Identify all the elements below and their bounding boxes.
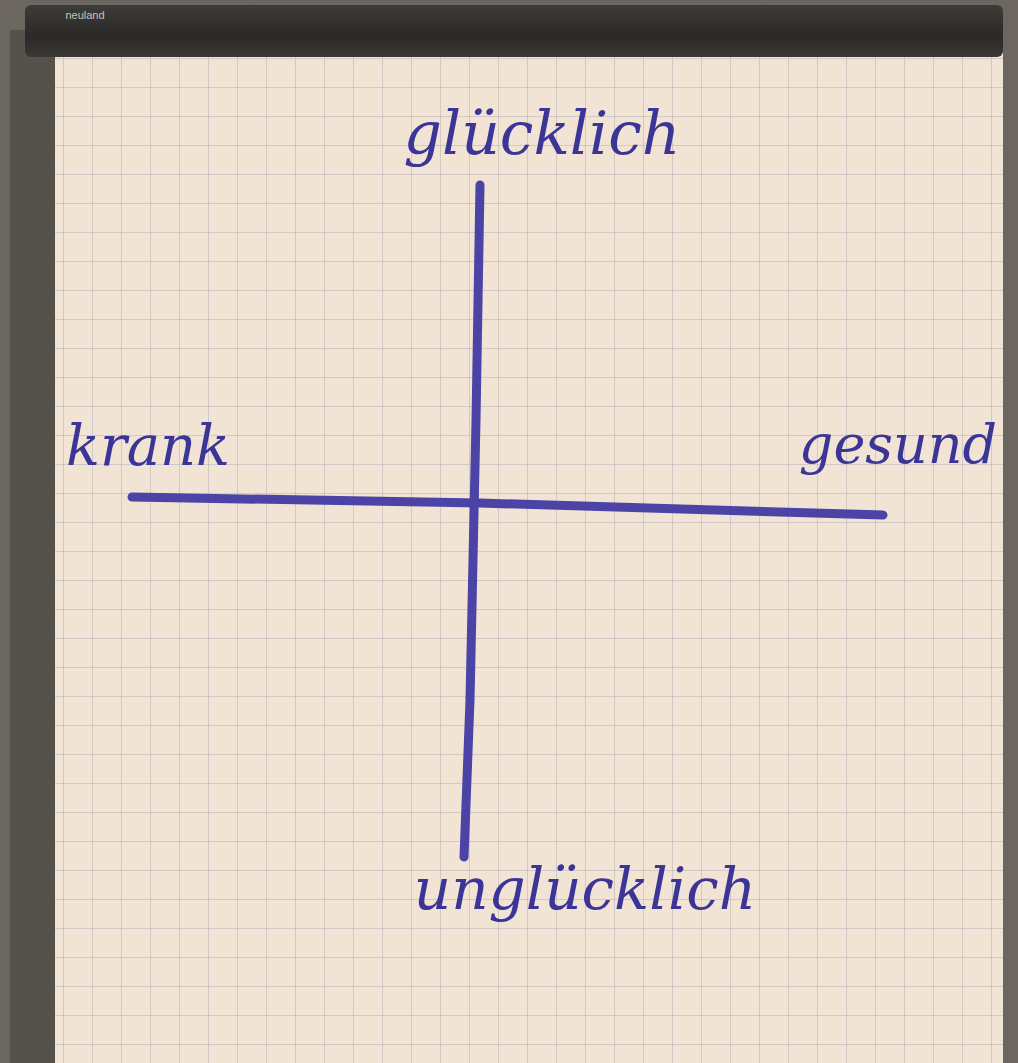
axis-label-left: krank bbox=[66, 415, 230, 477]
horizontal-axis bbox=[132, 497, 883, 515]
vertical-axis bbox=[464, 185, 480, 857]
flipchart-frame bbox=[10, 30, 60, 1063]
axis-label-top: glücklich bbox=[404, 100, 681, 166]
brand-logo: neuland bbox=[65, 9, 104, 21]
axis-label-bottom: unglücklich bbox=[414, 858, 756, 922]
flipchart-bar bbox=[25, 5, 1003, 57]
axis-label-right: gesund bbox=[799, 415, 997, 474]
